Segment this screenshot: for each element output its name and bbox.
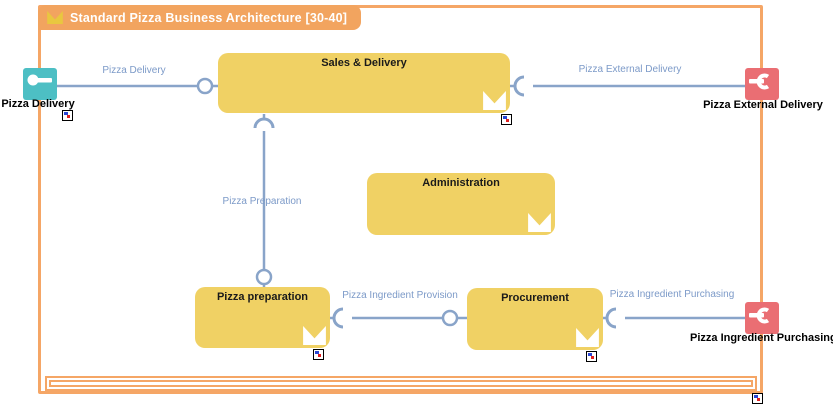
module-type-icon [528, 213, 551, 232]
interface-label-pizza-external-delivery: Pizza External Delivery [703, 99, 823, 111]
module-administration[interactable]: Administration [367, 173, 555, 235]
interface-label-pizza-delivery: Pizza Delivery [1, 98, 75, 110]
module-sales-delivery[interactable]: Sales & Delivery [218, 53, 510, 113]
module-type-icon [483, 91, 506, 110]
assignment-icon[interactable] [752, 393, 763, 404]
key-icon [749, 73, 770, 90]
diagram-title: Standard Pizza Business Architecture [30… [70, 10, 348, 25]
module-pizza-preparation[interactable]: Pizza preparation [195, 287, 330, 348]
connection-label-pizza-external-delivery: Pizza External Delivery [578, 64, 682, 75]
module-label: Pizza preparation [216, 291, 309, 303]
module-procurement[interactable]: Procurement [467, 288, 603, 350]
connection-label-pizza-delivery: Pizza Delivery [102, 65, 166, 76]
collapsed-lane[interactable] [45, 376, 757, 391]
model-icon [47, 11, 63, 24]
collapsed-lane-inner [49, 380, 753, 387]
module-label: Sales & Delivery [321, 57, 407, 69]
key-icon [749, 307, 770, 324]
module-label: Procurement [501, 292, 569, 304]
interface-label-pizza-ingredient-purchasing: Pizza Ingredient Purchasing [690, 332, 833, 344]
connection-label-pizza-ingredient-purchasing: Pizza Ingredient Purchasing [609, 289, 735, 300]
module-label: Administration [422, 177, 500, 189]
module-type-icon [576, 328, 599, 347]
module-type-icon [303, 326, 326, 345]
assignment-icon[interactable] [501, 114, 512, 125]
connection-label-pizza-ingredient-provision: Pizza Ingredient Provision [342, 290, 458, 301]
connection-label-pizza-preparation: Pizza Preparation [222, 196, 302, 207]
title-bar[interactable]: Standard Pizza Business Architecture [30… [38, 5, 361, 30]
interface-pizza-ingredient-purchasing[interactable] [745, 302, 779, 334]
architecture-frame [38, 5, 763, 394]
assignment-icon[interactable] [313, 349, 324, 360]
assignment-icon[interactable] [586, 351, 597, 362]
assignment-icon[interactable] [62, 110, 73, 121]
key-icon [27, 74, 52, 86]
interface-pizza-external-delivery[interactable] [745, 68, 779, 100]
interface-pizza-delivery[interactable] [23, 68, 57, 100]
